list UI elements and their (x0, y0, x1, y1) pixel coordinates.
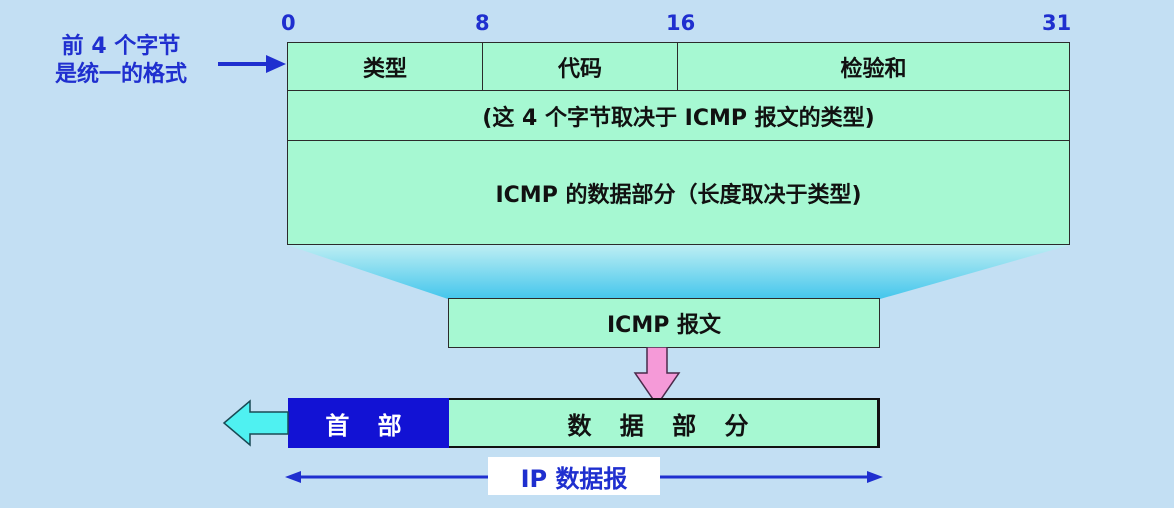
down-arrow-icon (633, 347, 681, 407)
funnel-shape (287, 245, 1070, 299)
ip-header-label: 首 部 (325, 411, 412, 440)
pointer-arrow-icon (218, 55, 286, 73)
left-arrow-icon (222, 399, 289, 447)
code-field: 代码 (482, 42, 678, 91)
side-note: 前 4 个字节 是统一的格式 (30, 33, 212, 89)
bit-position-0: 0 (281, 11, 296, 35)
ip-data-part: 数 据 部 分 (449, 398, 880, 448)
type-dependent-row: (这 4 个字节取决于 ICMP 报文的类型) (287, 90, 1070, 141)
ip-datagram-label: IP 数据报 (488, 457, 660, 495)
side-note-line2: 是统一的格式 (54, 62, 187, 87)
ip-header-part: 首 部 (288, 398, 449, 448)
type-field: 类型 (287, 42, 483, 91)
bit-position-8: 8 (475, 11, 490, 35)
ip-data-label: 数 据 部 分 (567, 411, 759, 440)
bit-position-16: 16 (666, 11, 696, 35)
icmp-data-row: ICMP 的数据部分（长度取决于类型) (287, 140, 1070, 245)
bit-position-31: 31 (1042, 11, 1072, 35)
icmp-message-box: ICMP 报文 (448, 298, 880, 348)
side-note-line1: 前 4 个字节 (61, 34, 181, 59)
checksum-field: 检验和 (677, 42, 1070, 91)
